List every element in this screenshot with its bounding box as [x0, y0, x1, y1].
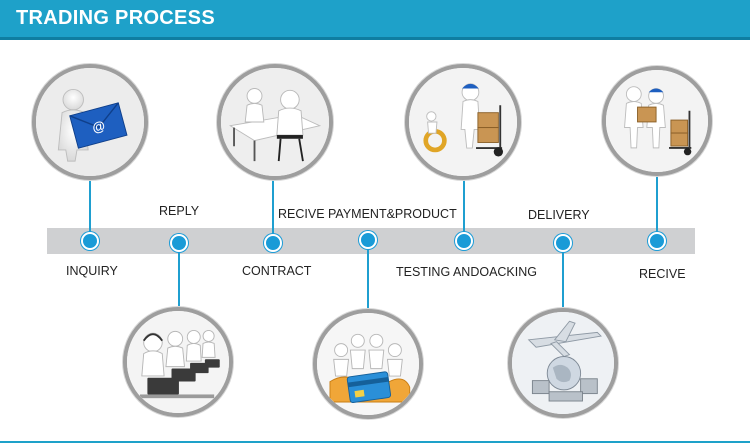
worker-hand-truck-tape-icon	[409, 68, 517, 176]
stem-testing	[463, 175, 465, 241]
timeline-dot-reply	[170, 234, 188, 252]
stem-contract	[272, 163, 274, 241]
step-label-recive: RECIVE	[639, 267, 686, 281]
delivery-illustration	[508, 308, 618, 418]
recive-illustration	[602, 66, 712, 176]
stem-payment	[367, 239, 369, 309]
reply-illustration	[123, 307, 233, 417]
step-label-delivery: DELIVERY	[528, 208, 590, 222]
header-banner: TRADING PROCESS	[0, 0, 750, 40]
stem-recive	[656, 170, 658, 240]
timeline-dot-testing	[455, 232, 473, 250]
payment-product-illustration	[313, 309, 423, 419]
stem-reply	[178, 241, 180, 307]
timeline-dot-inquiry	[81, 232, 99, 250]
testing-packing-illustration	[405, 64, 521, 180]
stem-delivery	[562, 241, 564, 307]
meeting-table-icon	[221, 68, 329, 176]
courier-package-handover-icon	[606, 70, 708, 172]
step-label-payment: RECIVE PAYMENT&PRODUCT	[278, 207, 457, 221]
timeline-dot-payment	[359, 231, 377, 249]
page-title: TRADING PROCESS	[16, 7, 215, 29]
timeline-dot-delivery	[554, 234, 572, 252]
timeline-dot-contract	[264, 234, 282, 252]
step-label-testing: TESTING ANDOACKING	[396, 265, 537, 279]
envelope-at-symbol: @	[91, 118, 107, 136]
timeline-dot-recive	[648, 232, 666, 250]
stem-inquiry	[89, 175, 91, 241]
payment-card-celebration-icon	[317, 313, 419, 415]
step-label-inquiry: INQUIRY	[66, 264, 118, 278]
contract-illustration	[217, 64, 333, 180]
email-envelope-person-icon: @	[36, 68, 144, 176]
inquiry-illustration: @	[32, 64, 148, 180]
airplane-globe-cargo-icon	[512, 312, 614, 414]
call-center-operators-icon	[127, 311, 229, 413]
step-label-reply: REPLY	[159, 204, 200, 218]
step-label-contract: CONTRACT	[242, 264, 312, 278]
bottom-border	[0, 441, 750, 443]
